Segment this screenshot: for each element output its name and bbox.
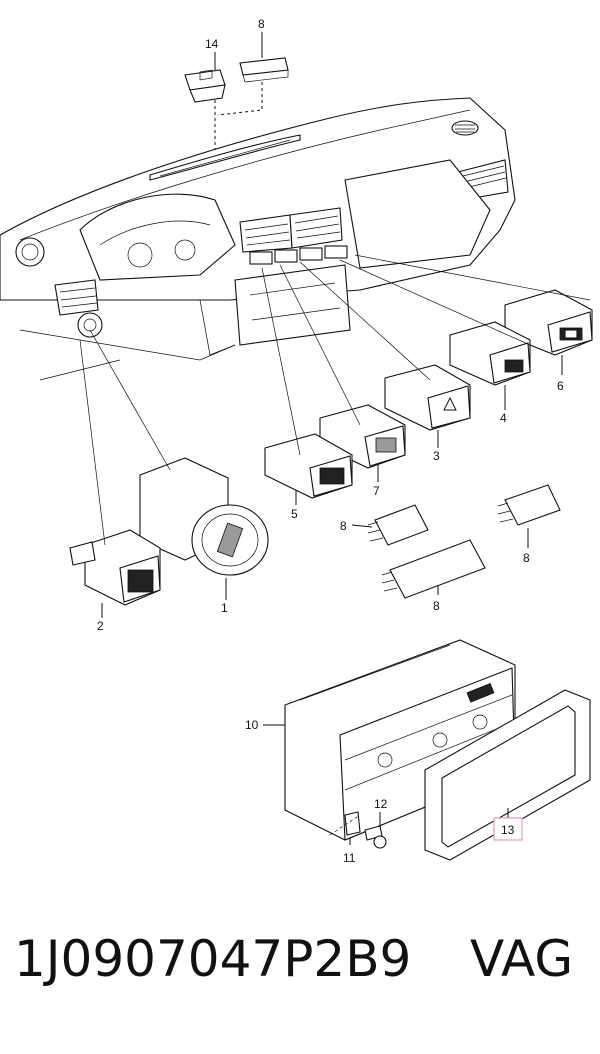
callout-4: 4 (500, 411, 507, 425)
callout-8-top: 8 (258, 17, 265, 31)
callout-3: 3 (433, 449, 440, 463)
callout-13: 13 (501, 823, 515, 837)
callout-7: 7 (373, 484, 380, 498)
callout-10: 10 (245, 718, 259, 732)
callout-14: 14 (205, 37, 219, 51)
part-8-bulb-c (381, 539, 486, 599)
part-13-trim-frame (424, 689, 591, 861)
callout-11: 11 (343, 851, 356, 865)
part-8-bulb-b (497, 484, 561, 526)
part-1-light-switch (139, 457, 269, 576)
exploded-parts-diagram: 14 8 6 4 3 7 5 8 8 8 1 2 10 12 11 13 (0, 17, 593, 865)
brand-name: VAG (470, 930, 574, 988)
part-number: 1J0907047P2B9 (14, 930, 412, 988)
callout-6: 6 (557, 379, 564, 393)
callout-2: 2 (97, 619, 104, 633)
footer: 1J0907047P2B9 VAG (0, 930, 600, 1020)
callout-13-highlight-box (493, 817, 523, 841)
callout-5: 5 (291, 507, 298, 521)
callout-8-bottom: 8 (433, 599, 440, 613)
callout-12: 12 (374, 797, 388, 811)
part-8-bulb-a (367, 504, 429, 546)
part-3-hazard-switch (384, 364, 471, 431)
callout-8-right: 8 (523, 551, 530, 565)
dashboard-illustration (0, 97, 516, 381)
callout-8-left: 8 (340, 519, 347, 533)
callout-1: 1 (221, 601, 228, 615)
leader-lines (79, 32, 591, 845)
part-5-switch (264, 433, 353, 499)
callout-labels: 14 8 6 4 3 7 5 8 8 8 1 2 10 12 11 13 (97, 17, 564, 865)
part-4-switch (449, 321, 531, 386)
part-14-clip (184, 69, 226, 103)
part-12-screw (364, 825, 387, 849)
part-2-switch (69, 529, 161, 606)
part-8-top-cover (239, 57, 289, 83)
